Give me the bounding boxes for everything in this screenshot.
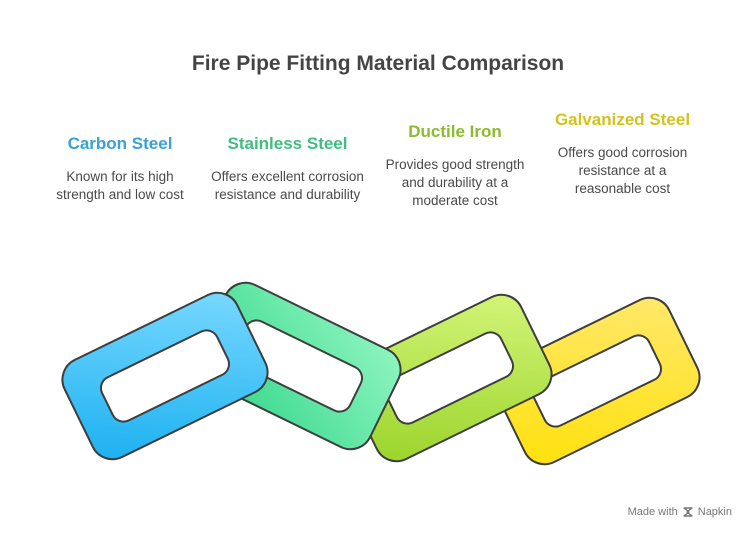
made-with-napkin: Made with Napkin [628,506,732,518]
material-description: Offers good corrosion resistance at a re… [557,145,688,196]
material-name: Galvanized Steel [554,110,691,129]
material-name: Stainless Steel [227,134,348,153]
chain-link-yellow-icon [493,296,701,466]
material-carbon-steel: Carbon Steel Known for its high strength… [45,132,195,204]
material-galvanized-steel: Galvanized Steel Offers good corrosion r… [545,108,700,198]
material-description: Offers excellent corrosion resistance an… [211,169,364,202]
material-name: Carbon Steel [67,134,173,153]
material-stainless-steel: Stainless Steel Offers excellent corrosi… [205,132,370,204]
chain-link-blue-icon [61,291,269,461]
material-description: Known for its high strength and low cost [56,169,184,202]
page-title: Fire Pipe Fitting Material Comparison [191,52,565,75]
material-description: Provides good strength and durability at… [385,157,525,208]
material-name: Ductile Iron [408,122,502,141]
material-ductile-iron: Ductile Iron Provides good strength and … [380,120,530,210]
napkin-brand: Napkin [697,506,732,518]
napkin-icon [682,506,694,518]
made-with-label: Made with [627,506,678,518]
